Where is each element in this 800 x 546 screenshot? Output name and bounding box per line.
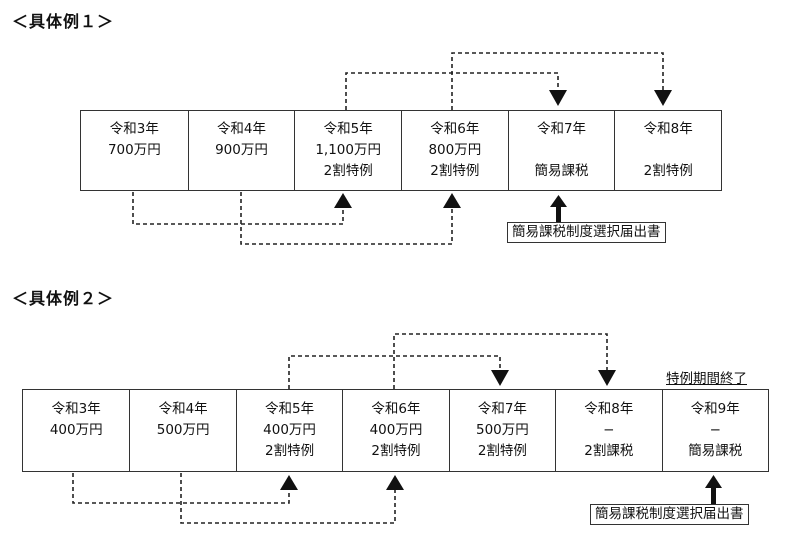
tax-method: 2割特例	[430, 163, 480, 179]
tax-method: 簡易課税	[534, 163, 589, 179]
year-label: 令和9年	[690, 401, 740, 417]
arrow-up-icon	[556, 205, 561, 222]
base-period-link-r5-r7	[288, 355, 501, 389]
year-label: 令和3年	[109, 121, 159, 137]
base-period-link-r3-r5	[132, 192, 344, 225]
year-label: 令和6年	[430, 121, 480, 137]
tax-method: 2割特例	[371, 443, 421, 459]
year-label: 令和7年	[536, 121, 587, 137]
example2-heading: ＜具体例２＞	[12, 289, 115, 308]
tax-method: 簡易課税	[688, 443, 743, 459]
arrow-down-icon	[654, 90, 672, 106]
election-notice-box: 簡易課税制度選択届出書	[590, 504, 749, 525]
base-period-link-r6-r8	[451, 52, 664, 110]
arrow-up-icon	[711, 486, 716, 504]
year-cell: 令和3年 400万円	[23, 390, 129, 471]
year-cell: 令和6年 800万円 2割特例	[401, 111, 508, 190]
year-label: 令和4年	[158, 401, 208, 417]
arrow-up-icon	[443, 193, 461, 208]
year-cell: 令和7年 簡易課税	[507, 111, 615, 190]
arrow-up-icon	[334, 193, 352, 208]
year-label: 令和8年	[643, 121, 693, 137]
sales-amount: 400万円	[49, 422, 103, 438]
arrow-up-icon	[705, 475, 722, 488]
tax-method: 2割課税	[584, 443, 634, 459]
year-label: 令和6年	[371, 401, 421, 417]
election-notice-box: 簡易課税制度選択届出書	[507, 222, 666, 243]
sales-amount: 1,100万円	[315, 142, 381, 158]
example1-heading: ＜具体例１＞	[12, 12, 115, 31]
year-cell: 令和8年 2割特例	[614, 111, 721, 190]
year-cell: 令和4年 500万円	[129, 390, 235, 471]
example2-year-table: 令和3年 400万円 令和4年 500万円 令和5年 400万円 2割特例 令和…	[22, 389, 769, 472]
sales-amount: 500万円	[156, 422, 210, 438]
sales-amount: 400万円	[263, 422, 316, 438]
tax-method: 2割特例	[643, 163, 693, 179]
base-period-link-r4-r6	[180, 473, 396, 524]
sales-amount: 400万円	[369, 422, 423, 438]
arrow-up-icon	[386, 475, 404, 490]
sales-amount: −	[603, 422, 615, 438]
sales-amount: 700万円	[107, 142, 161, 158]
arrow-up-icon	[550, 195, 567, 207]
sales-amount: 800万円	[428, 142, 482, 158]
arrow-up-icon	[280, 475, 298, 490]
tax-method: 2割特例	[477, 443, 527, 459]
sales-amount: 500万円	[476, 422, 529, 438]
special-period-end-label: 特例期間終了	[666, 371, 747, 387]
year-label: 令和4年	[216, 121, 267, 137]
sales-amount: 900万円	[215, 142, 268, 158]
year-cell: 令和8年 − 2割課税	[555, 390, 661, 471]
year-cell: 令和4年 900万円	[187, 111, 295, 190]
year-label: 令和3年	[51, 401, 101, 417]
year-label: 令和8年	[584, 401, 634, 417]
year-cell: 令和9年 − 簡易課税	[661, 390, 768, 471]
base-period-link-r6-r8	[393, 333, 608, 389]
example1-year-table: 令和3年 700万円 令和4年 900万円 令和5年 1,100万円 2割特例 …	[80, 110, 722, 191]
tax-method: 2割特例	[265, 443, 315, 459]
year-cell: 令和5年 400万円 2割特例	[235, 390, 342, 471]
year-cell: 令和7年 500万円 2割特例	[448, 390, 555, 471]
year-cell: 令和3年 700万円	[81, 111, 188, 190]
base-period-link-r3-r5	[72, 473, 290, 504]
year-label: 令和5年	[265, 401, 315, 417]
tax-method: 2割特例	[323, 163, 373, 179]
arrow-down-icon	[549, 90, 567, 106]
year-cell: 令和5年 1,100万円 2割特例	[294, 111, 401, 190]
arrow-down-icon	[491, 370, 509, 386]
year-label: 令和5年	[323, 121, 373, 137]
base-period-link-r4-r6	[240, 192, 453, 245]
sales-amount: −	[709, 422, 721, 438]
year-cell: 令和6年 400万円 2割特例	[342, 390, 448, 471]
year-label: 令和7年	[477, 401, 527, 417]
arrow-down-icon	[598, 370, 616, 386]
